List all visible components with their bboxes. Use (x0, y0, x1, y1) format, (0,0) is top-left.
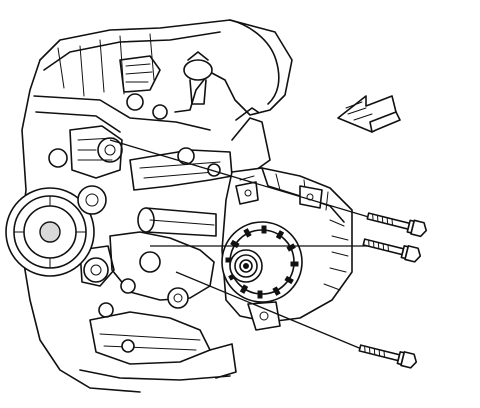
bolt-middle (362, 238, 422, 263)
tensioner-pulley (83, 257, 109, 283)
bolt-lower (358, 344, 418, 369)
generator (221, 167, 353, 331)
idler-pulley (77, 185, 107, 215)
forward-arrow-icon (337, 95, 401, 133)
pulley-assembly (5, 185, 109, 283)
bolt-upper (366, 212, 428, 238)
alignment-lines (109, 139, 373, 351)
mounting-bolts (358, 212, 428, 369)
engine-block (19, 19, 293, 393)
cap-part (183, 59, 213, 81)
